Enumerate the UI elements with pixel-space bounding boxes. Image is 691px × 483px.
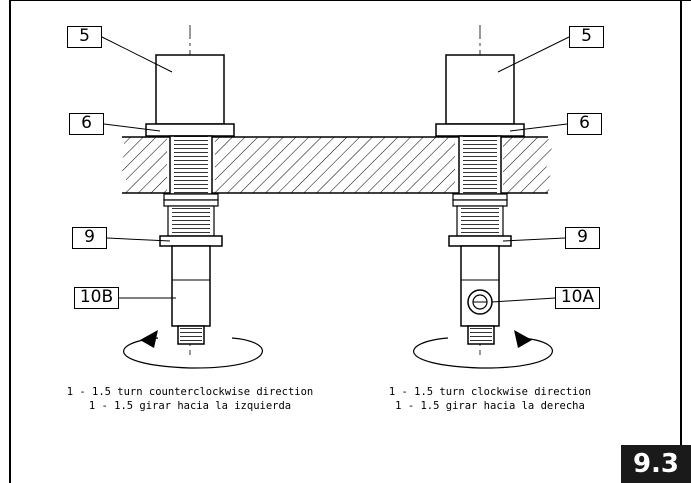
left-caption: 1 - 1.5 turn counterclockwise direction … <box>40 385 340 413</box>
right-handle-cap <box>445 54 515 125</box>
label-6-right: 6 <box>567 113 602 135</box>
right-rotation-indicator <box>413 330 553 369</box>
right-caption: 1 - 1.5 turn clockwise direction 1 - 1.5… <box>340 385 640 413</box>
right-caption-english: 1 - 1.5 turn clockwise direction <box>388 386 592 398</box>
left-handle-cap <box>155 54 225 125</box>
label-10b: 10B <box>74 287 119 309</box>
left-rotation-indicator <box>123 330 263 369</box>
right-caption-spanish: 1 - 1.5 girar hacia la derecha <box>395 400 585 412</box>
right-valve-assembly <box>435 25 525 355</box>
left-caption-spanish: 1 - 1.5 girar hacia la izquierda <box>88 400 292 412</box>
right-nut <box>448 235 512 247</box>
left-caption-english: 1 - 1.5 turn counterclockwise direction <box>66 386 314 398</box>
label-10a: 10A <box>555 287 600 309</box>
leader-lines <box>101 36 570 303</box>
left-flange <box>145 123 235 137</box>
right-flange <box>435 123 525 137</box>
label-9-left: 9 <box>72 227 107 249</box>
left-valve-assembly <box>145 25 235 355</box>
label-5-left: 5 <box>67 26 102 48</box>
page-border <box>9 0 691 483</box>
label-5-right: 5 <box>569 26 604 48</box>
label-6-left: 6 <box>69 113 104 135</box>
figure-number-badge: 9.3 <box>621 445 691 483</box>
label-9-right: 9 <box>565 227 600 249</box>
